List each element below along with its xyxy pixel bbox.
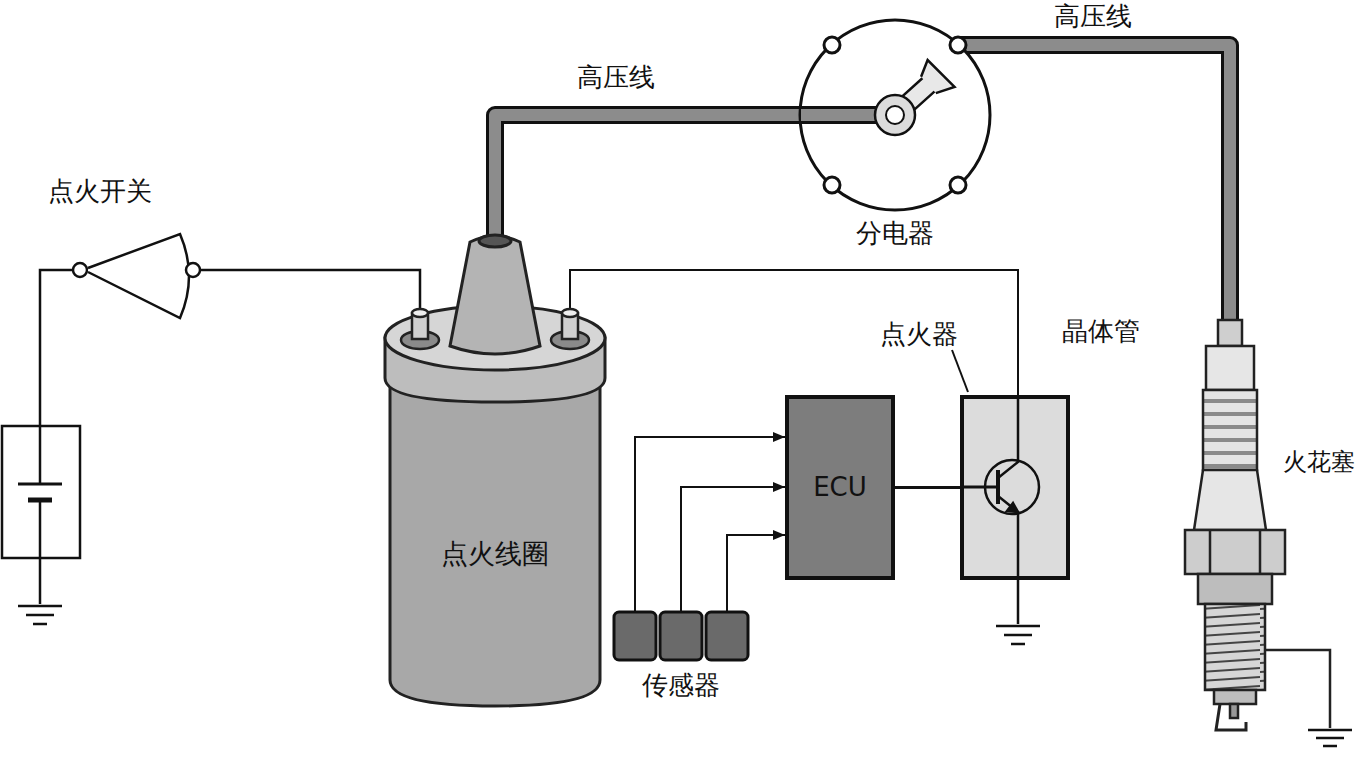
ignitor-box: 点火器 [960, 395, 1070, 580]
battery [39, 500, 42, 558]
spark-plug [1206, 346, 1254, 390]
ground-symbol [1308, 730, 1352, 746]
distributor [800, 20, 990, 210]
transistor-symbol [1007, 503, 1018, 512]
node-text: 点火线圈 [385, 538, 605, 570]
node-text: 分电器 [800, 218, 990, 249]
ignition-switch [40, 234, 420, 426]
distributor [950, 177, 966, 193]
ignition-coil [450, 236, 540, 354]
coil-terminal [412, 309, 428, 317]
spark-plug [1218, 320, 1242, 346]
transistor-symbol [996, 470, 1000, 504]
ignition-coil [479, 235, 511, 247]
distributor [801, 109, 880, 121]
signal-wire [635, 437, 785, 612]
node-text: 点火器 [880, 319, 958, 350]
high-voltage-wire [495, 115, 800, 310]
sensor-box [614, 612, 748, 660]
high-voltage-wire [495, 115, 800, 310]
ignition-switch [186, 263, 200, 277]
sensor-group: 传感器 [613, 612, 749, 660]
battery [2, 426, 80, 604]
distributor [886, 106, 904, 124]
ground-symbol [18, 606, 62, 624]
transistor-symbol [998, 395, 1018, 478]
distributor [800, 106, 880, 124]
distributor [824, 177, 840, 193]
battery [39, 558, 42, 604]
spark-plug [1214, 690, 1256, 704]
transistor-label: 晶体管 [1062, 316, 1140, 347]
ignition-coil: 点火线圈 [385, 310, 605, 706]
spark-plug [1230, 704, 1238, 718]
distributor [950, 37, 966, 53]
signal-wire [895, 487, 960, 488]
sensor-box [706, 612, 748, 660]
edge-label: 高压线 [575, 62, 657, 93]
spark-plug [1203, 390, 1257, 470]
sensor-box [660, 612, 702, 660]
ignition-switch [73, 263, 87, 277]
ignition-switch [88, 234, 189, 318]
spark-plug [1210, 530, 1260, 574]
leader-line [952, 350, 968, 392]
battery [18, 483, 62, 486]
ecu-box: ECU [785, 395, 895, 580]
ignition-switch [200, 270, 420, 312]
signal-wire [570, 270, 1018, 395]
spark-plug: 火花塞 [1185, 320, 1285, 730]
spark-plug [1194, 470, 1266, 530]
distributor [875, 95, 915, 135]
spark-plug [1198, 574, 1272, 604]
transistor-symbol [998, 496, 1018, 624]
spark-plug [1185, 530, 1285, 574]
high-voltage-wire [958, 45, 1230, 320]
ground-symbol [996, 626, 1040, 644]
signal-wire [681, 487, 785, 612]
signal-wire [895, 486, 960, 489]
node-text: ECU [813, 472, 867, 503]
high-voltage-wire [958, 45, 1230, 320]
transistor-symbol [960, 486, 998, 489]
battery [39, 426, 42, 484]
distributor [916, 59, 955, 99]
signal-wire [727, 535, 785, 612]
coil-terminal [401, 309, 589, 349]
coil-terminal [562, 309, 578, 317]
ground-symbol [1308, 730, 1352, 746]
signal-wire [681, 487, 785, 612]
spark-plug [1205, 604, 1265, 690]
spark-plug [1185, 320, 1330, 730]
edge-label: 高压线 [1052, 1, 1134, 32]
ground-symbol [18, 606, 62, 624]
distributor [800, 20, 990, 210]
ignitor-body [960, 395, 1070, 580]
high-voltage-wire [495, 115, 800, 310]
distributor [824, 37, 840, 53]
distributor: 分电器 [800, 20, 990, 210]
spark-plug [1216, 704, 1246, 730]
leader-line [952, 350, 968, 392]
node-text: 传感器 [613, 670, 749, 701]
high-voltage-wire [958, 45, 1230, 320]
spark-plug [1265, 650, 1330, 728]
switch-label: 点火开关 [48, 176, 152, 207]
node-text: 火花塞 [1283, 448, 1355, 477]
transistor-symbol [960, 395, 1039, 624]
ground-symbol [996, 626, 1040, 644]
signal-wire [727, 535, 785, 612]
ignition-coil [385, 235, 605, 706]
sensor-box [614, 612, 656, 660]
ignitor-body [960, 395, 1070, 580]
ignition-switch [40, 270, 73, 426]
signal-wire [570, 270, 1018, 395]
battery [2, 426, 80, 558]
signal-wire [635, 437, 785, 612]
